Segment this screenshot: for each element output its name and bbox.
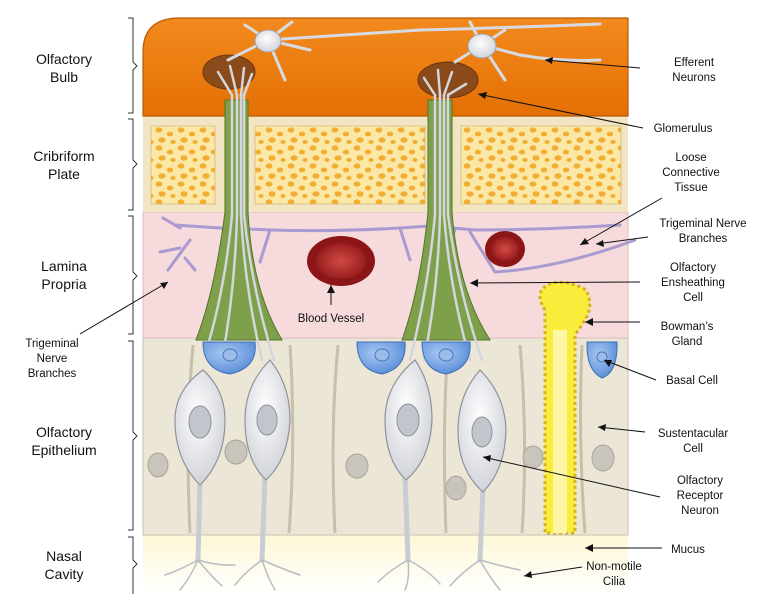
label-cribriform-1: Cribriform	[33, 148, 94, 164]
cribriform-plate-layer	[143, 116, 628, 212]
label-nasal-2: Cavity	[45, 566, 84, 582]
label-receptor-3: Neuron	[681, 505, 719, 517]
label-loose-3: Tissue	[674, 182, 707, 194]
label-lamina-1: Lamina	[41, 258, 87, 274]
label-bowman-1: Bowman’s	[661, 321, 714, 333]
label-epithelium-1: Olfactory	[36, 424, 92, 440]
label-trigeminal-right-1: Trigeminal Nerve	[659, 218, 746, 230]
label-sustentacular-1: Sustentacular	[658, 428, 728, 440]
label-trigeminal-right-2: Branches	[679, 233, 728, 245]
label-ensheathing-1: Olfactory	[670, 262, 716, 274]
label-cribriform-2: Plate	[48, 166, 80, 182]
label-sustentacular-2: Cell	[683, 443, 703, 455]
label-bowman-2: Gland	[672, 336, 703, 348]
label-cilia-1: Non-motile	[586, 561, 642, 573]
svg-text:Blood Vessel: Blood Vessel	[298, 313, 365, 325]
label-cilia-2: Cilia	[603, 576, 626, 588]
label-trigeminal-left-2: Nerve	[37, 353, 68, 365]
label-receptor-1: Olfactory	[677, 475, 723, 487]
label-lamina-2: Propria	[41, 276, 86, 292]
label-loose-1: Loose	[675, 152, 706, 164]
svg-text:Mucus: Mucus	[671, 544, 705, 556]
svg-text:Glomerulus: Glomerulus	[654, 123, 713, 135]
svg-text:Basal Cell: Basal Cell	[666, 375, 718, 387]
label-nasal-1: Nasal	[46, 548, 82, 564]
label-epithelium-2: Epithelium	[31, 442, 96, 458]
label-efferent-1: Efferent	[674, 57, 715, 69]
label-mucus: Mucus	[671, 544, 705, 556]
label-trigeminal-left-1: Trigeminal	[25, 338, 78, 350]
region-braces	[128, 18, 137, 594]
label-ensheathing-3: Cell	[683, 292, 703, 304]
label-blood-vessel: Blood Vessel	[298, 313, 365, 325]
label-basal-cell: Basal Cell	[666, 375, 718, 387]
label-loose-2: Connective	[662, 167, 720, 179]
label-efferent-2: Neurons	[672, 72, 716, 84]
label-olfactory-bulb-2: Bulb	[50, 69, 78, 85]
label-glomerulus: Glomerulus	[654, 123, 713, 135]
label-trigeminal-left-3: Branches	[28, 368, 77, 380]
label-receptor-2: Receptor	[677, 490, 724, 502]
label-olfactory-bulb-1: Olfactory	[36, 51, 92, 67]
label-ensheathing-2: Ensheathing	[661, 277, 725, 289]
